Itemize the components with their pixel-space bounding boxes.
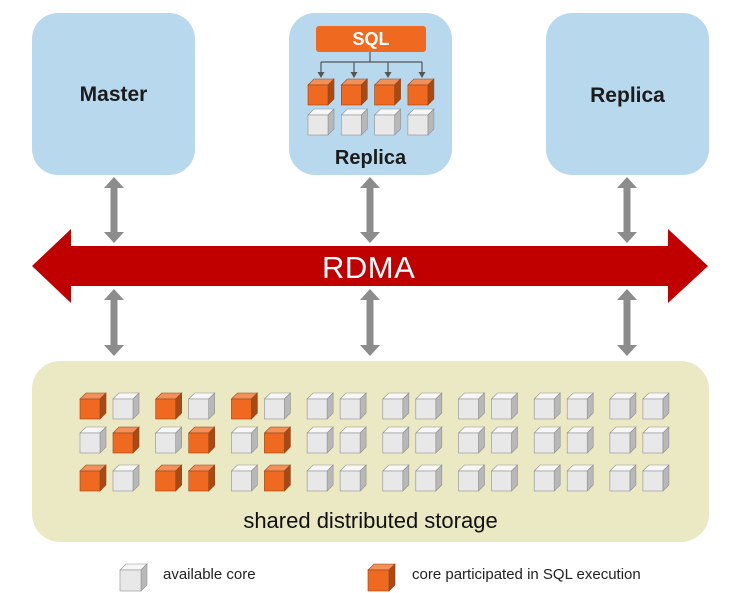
storage-core-r2-c1	[79, 426, 107, 454]
storage-core-r3-c8	[339, 464, 367, 492]
storage-core-r1-c1	[79, 392, 107, 420]
storage-core-r1-c9	[382, 392, 410, 420]
storage-core-r1-c8	[339, 392, 367, 420]
replica-sql-node-label: Replica	[334, 147, 407, 169]
storage-core-r3-c14	[566, 464, 594, 492]
master-to-rdma-arrow	[104, 177, 124, 243]
storage-core-r3-c7	[306, 464, 334, 492]
link-arrow-group	[104, 177, 637, 356]
master-node: Master	[32, 13, 195, 175]
replica-core-r2-c4	[407, 108, 435, 136]
rdma-arrow	[32, 229, 708, 303]
storage-core-r3-c9	[382, 464, 410, 492]
storage-core-r2-c15	[609, 426, 637, 454]
storage-core-r2-c2	[112, 426, 140, 454]
storage-core-r3-c13	[533, 464, 561, 492]
storage-core-r3-c16	[642, 464, 670, 492]
replica-core-r1-c1	[307, 78, 335, 106]
sql-box: SQL	[316, 26, 426, 52]
sql-connector-arrowhead-3	[384, 72, 392, 78]
master-node-label: Master	[79, 83, 148, 106]
storage-core-r1-c10	[415, 392, 443, 420]
sql-connector-arrowhead-2	[350, 72, 358, 78]
storage-core-r3-c6	[263, 464, 292, 492]
storage-core-r3-c10	[415, 464, 443, 492]
storage-core-r1-c5	[230, 392, 259, 420]
storage-core-r2-c4	[187, 426, 216, 454]
storage-box: shared distributed storage	[32, 361, 709, 542]
storage-core-r2-c14	[566, 426, 594, 454]
storage-core-grid	[79, 392, 670, 492]
storage-core-r2-c7	[306, 426, 334, 454]
storage-core-r1-c4	[187, 392, 216, 420]
storage-core-r2-c5	[230, 426, 259, 454]
replica-sql-to-rdma-arrow	[360, 177, 380, 243]
storage-core-r2-c13	[533, 426, 561, 454]
replica-core-r1-c4	[407, 78, 435, 106]
storage-core-r1-c3	[154, 392, 183, 420]
rdma-to-storage-arrow-master	[104, 289, 124, 356]
legend-available-label: available core	[163, 566, 256, 583]
storage-core-r1-c13	[533, 392, 561, 420]
storage-core-r2-c12	[490, 426, 519, 454]
storage-core-r3-c1	[79, 464, 107, 492]
storage-core-r2-c6	[263, 426, 292, 454]
replica-core-r2-c1	[307, 108, 335, 136]
storage-core-r1-c12	[490, 392, 519, 420]
storage-core-r2-c10	[415, 426, 443, 454]
rdma-label: RDMA	[322, 250, 416, 285]
legend-participated-core-icon	[367, 563, 396, 592]
replica-right-node: Replica	[546, 13, 709, 175]
storage-core-r3-c2	[112, 464, 140, 492]
rdma-to-storage-arrow-replica-right	[617, 289, 637, 356]
storage-core-r3-c11	[457, 464, 486, 492]
storage-core-r1-c15	[609, 392, 637, 420]
storage-core-r3-c15	[609, 464, 637, 492]
sql-connector-arrowhead-4	[418, 72, 426, 78]
sql-connector-arrowhead-1	[317, 72, 325, 78]
replica-right-to-rdma-arrow	[617, 177, 637, 243]
legend-available-core-icon	[119, 563, 148, 592]
legend-cube-group	[119, 563, 396, 592]
replica-core-r2-c3	[373, 108, 402, 136]
storage-core-r2-c16	[642, 426, 670, 454]
storage-core-r2-c9	[382, 426, 410, 454]
storage-core-r2-c3	[154, 426, 183, 454]
storage-core-r3-c3	[154, 464, 183, 492]
storage-core-r2-c8	[339, 426, 367, 454]
sql-connector-group	[317, 52, 426, 78]
replica-core-r1-c2	[340, 78, 369, 106]
storage-core-r1-c14	[566, 392, 594, 420]
replica-right-node-label: Replica	[590, 84, 665, 107]
storage-core-r1-c16	[642, 392, 670, 420]
replica-core-r2-c2	[340, 108, 369, 136]
storage-core-r1-c11	[457, 392, 486, 420]
legend-participated-label: core participated in SQL execution	[412, 566, 641, 583]
storage-core-r3-c12	[490, 464, 519, 492]
storage-core-r1-c6	[263, 392, 292, 420]
replica-core-r1-c3	[373, 78, 402, 106]
storage-core-r1-c2	[112, 392, 140, 420]
storage-label: shared distributed storage	[243, 508, 498, 533]
storage-core-r3-c4	[187, 464, 216, 492]
rdma-to-storage-arrow-replica-sql	[360, 289, 380, 356]
storage-core-r2-c11	[457, 426, 486, 454]
replica-core-grid	[307, 78, 435, 136]
storage-core-r3-c5	[230, 464, 259, 492]
rdma-bus-group	[32, 229, 708, 303]
storage-core-r1-c7	[306, 392, 334, 420]
